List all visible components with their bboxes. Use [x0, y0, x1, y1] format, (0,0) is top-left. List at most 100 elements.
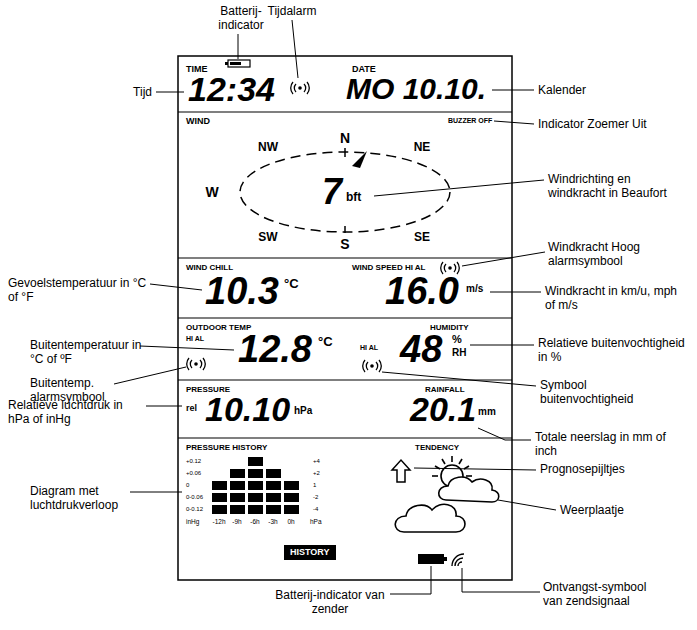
battery-icon [228, 60, 250, 67]
pressure-history-bars [266, 493, 281, 502]
lcd-label: 0h [287, 518, 294, 525]
weather-icon [439, 477, 499, 502]
leader-line [478, 428, 531, 440]
lcd-label: mm [478, 406, 496, 418]
leader-line [470, 345, 534, 346]
pressure-history-bars [212, 505, 227, 514]
leader-line [238, 34, 239, 59]
compass-rose [240, 148, 450, 233]
lcd-panel [178, 56, 512, 580]
lcd-label: HI AL [186, 335, 204, 343]
leader-line [498, 500, 556, 510]
callout-label: Buitentemperatuur in °C of ºF [30, 338, 142, 367]
weather-icon [395, 456, 499, 532]
alarm-symbol [363, 360, 382, 372]
leader-line [390, 566, 431, 594]
section-divider [178, 111, 512, 112]
lcd-label: 0-0.06 [186, 494, 203, 501]
leader-line [156, 92, 184, 93]
weather-icon [451, 456, 453, 462]
leader-line [130, 492, 182, 493]
button-text: HISTORY [290, 547, 330, 558]
lcd-label: S [340, 236, 349, 253]
transmitter-battery-icon [444, 557, 447, 561]
lcd-label: TENDENCY [415, 443, 459, 452]
lcd-label: BUZZER OFF [448, 117, 492, 125]
leader-line [150, 284, 202, 290]
transmitter-battery-icon [418, 554, 444, 564]
lcd-label: HI AL [360, 344, 378, 352]
lcd-label: -2 [313, 494, 318, 501]
callout-label: Tijdalarm [268, 4, 317, 18]
leader-line [140, 346, 234, 350]
reception-symbol [452, 554, 464, 566]
battery-icon [225, 62, 228, 65]
alarm-symbol [291, 82, 310, 94]
leader-line [462, 252, 545, 266]
lcd-label: 0-0.12 [186, 506, 203, 513]
lcd-label: NE [414, 140, 431, 154]
lcd-label: -12h [212, 518, 225, 525]
callout-label: Relatieve luchtdruk in hPa of inHg [8, 398, 143, 427]
lcd-label: °C [318, 334, 333, 350]
lcd-label: DATE [352, 64, 376, 74]
lcd-digits: 12.8 [238, 330, 312, 368]
lcd-label: m/s [466, 283, 483, 295]
pressure-history-bars [248, 457, 263, 466]
callout-label: Gevoelstemperatuur in °C of °F [8, 276, 148, 305]
lcd-label: hPa [310, 518, 322, 525]
lcd-label: N [340, 130, 350, 147]
battery-icon [225, 60, 250, 67]
lcd-label: 1 [313, 482, 316, 489]
callout-label: Weerplaatje [560, 503, 624, 517]
lcd-label: hPa [294, 405, 312, 417]
callout-label: Relatieve buitenvochtigheid in % [538, 336, 688, 365]
callout-label: Batterij-indicator van zender [274, 588, 386, 617]
lcd-digits: 10.10 [205, 392, 290, 426]
pressure-history-bars [266, 469, 281, 478]
callout-label: Symbool buitenvochtigheid [540, 378, 660, 407]
callout-label: Windrichting en windkracht in Beaufort [548, 172, 688, 201]
leader-line [146, 406, 182, 407]
pressure-history-bars [266, 505, 281, 514]
lcd-label: NW [258, 140, 278, 154]
weather-icon [395, 504, 465, 532]
lcd-label: WIND [186, 116, 210, 126]
lcd-label: inHg [186, 518, 199, 525]
lcd-label: WIND CHILL [186, 263, 233, 272]
leader-line [462, 568, 540, 592]
callout-label: Kalender [538, 83, 586, 97]
pressure-history-bars [230, 505, 245, 514]
compass-rose [344, 148, 346, 157]
tendency-arrow [392, 460, 410, 482]
weather-icon [459, 459, 462, 464]
leader-line [114, 20, 556, 594]
lcd-label: PRESSURE HISTORY [186, 443, 267, 452]
lcd-digits: 7 [322, 174, 342, 210]
alarm-symbol [187, 358, 206, 370]
history-button: HISTORY [284, 545, 336, 560]
lcd-label: +2 [313, 470, 320, 477]
pressure-history-bars [284, 493, 299, 502]
transmitter-battery-icon [418, 554, 447, 564]
lcd-label: -4 [313, 506, 318, 513]
weather-icon [442, 459, 445, 464]
compass-rose [344, 226, 346, 233]
lcd-label: SE [414, 230, 430, 244]
pressure-history-bars [230, 469, 245, 478]
lcd-label: rel [186, 403, 197, 413]
leader-line [492, 90, 534, 91]
section-divider [178, 437, 512, 438]
weather-icon [466, 475, 472, 477]
alarm-symbol [187, 82, 460, 372]
lcd-label: % [452, 333, 462, 346]
leader-line [114, 367, 186, 384]
pressure-history-bars [284, 505, 299, 514]
callout-label: Windkracht Hoog alarmsymbool [548, 240, 660, 269]
callout-label: Diagram met luchtdrukverloop [30, 484, 130, 513]
callout-label: Batterij- indicator [210, 4, 272, 33]
lcd-label: WIND SPEED HI AL [352, 263, 425, 272]
lcd-label: W [205, 184, 218, 201]
callout-label: Tijd [133, 85, 152, 99]
